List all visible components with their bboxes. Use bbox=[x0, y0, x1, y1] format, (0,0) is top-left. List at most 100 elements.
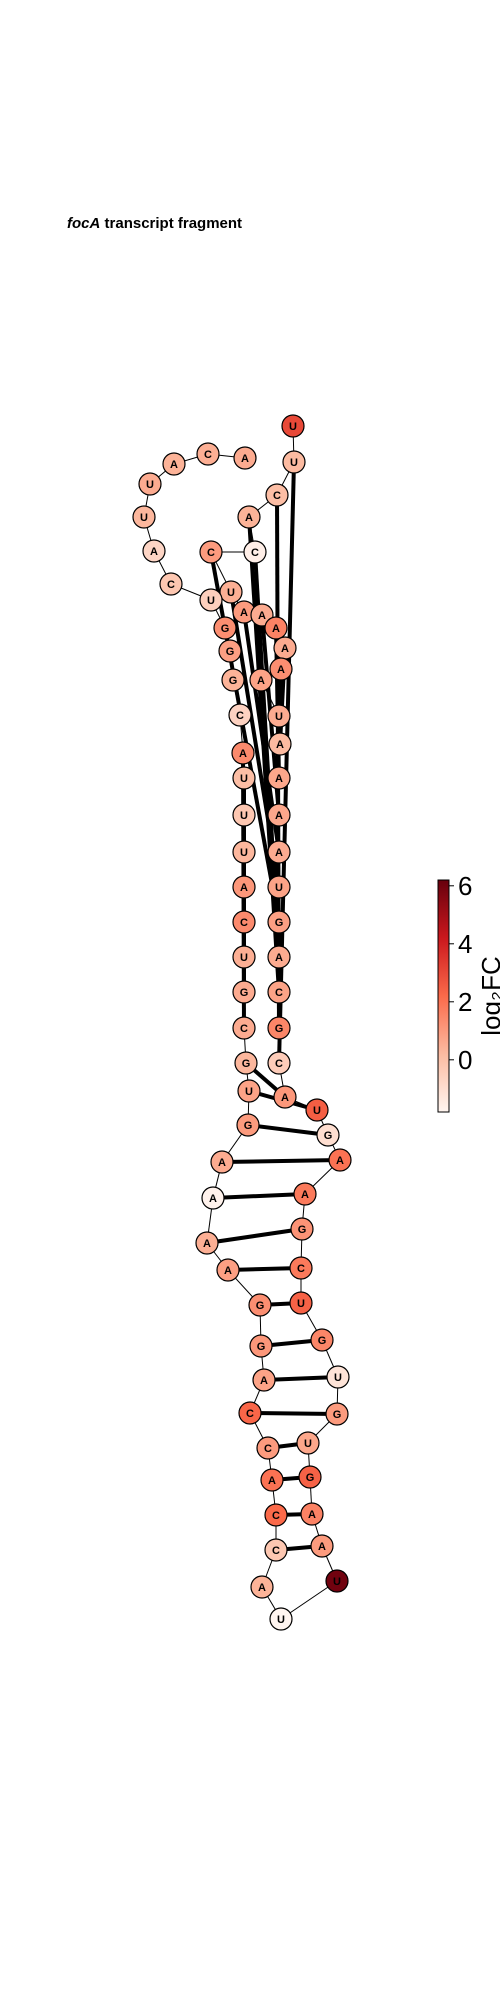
nucleotide-circle bbox=[232, 875, 256, 899]
nucleotide-letter: G bbox=[298, 1224, 307, 1236]
nucleotide-node: G bbox=[232, 980, 256, 1004]
nucleotide-circle bbox=[210, 1150, 234, 1174]
nucleotide-circle bbox=[232, 840, 256, 864]
nucleotide-circle bbox=[142, 539, 166, 563]
nucleotide-letter: C bbox=[297, 1263, 305, 1275]
nucleotide-node: A bbox=[162, 452, 186, 476]
nucleotide-circle bbox=[300, 1502, 324, 1526]
title-rest: transcript fragment bbox=[104, 215, 243, 232]
nucleotide-letter: G bbox=[333, 1409, 342, 1421]
nucleotide-letter: A bbox=[318, 1541, 326, 1553]
colorbar-tick-label: 0 bbox=[458, 1045, 472, 1075]
nucleotide-node: A bbox=[267, 945, 291, 969]
nucleotide-circle bbox=[238, 1401, 262, 1425]
nucleotide-letter: U bbox=[240, 810, 248, 822]
nucleotide-node: U bbox=[281, 414, 305, 438]
nucleotide-node: A bbox=[195, 1231, 219, 1255]
nucleotide-node: A bbox=[252, 1368, 276, 1392]
nucleotide-circle bbox=[237, 505, 261, 529]
gene-name: focA bbox=[67, 215, 101, 232]
nucleotide-circle bbox=[289, 1291, 313, 1315]
nucleotide-circle bbox=[159, 572, 183, 596]
nucleotide-letter: A bbox=[224, 1265, 232, 1277]
nucleotide-letter: C bbox=[204, 449, 212, 461]
nucleotide-circle bbox=[264, 616, 288, 640]
nucleotide-node: C bbox=[265, 483, 289, 507]
nucleotide-node: A bbox=[267, 766, 291, 790]
nucleotide-circle bbox=[234, 1051, 258, 1075]
nucleotide-node: U bbox=[232, 945, 256, 969]
base-pair-bond bbox=[247, 1123, 329, 1137]
nucleotide-letter: A bbox=[240, 607, 248, 619]
nucleotide-letter: C bbox=[246, 1408, 254, 1420]
nucleotide-circle bbox=[267, 1016, 291, 1040]
nucleotide-circle bbox=[236, 1113, 260, 1137]
nucleotide-circle bbox=[233, 446, 257, 470]
nucleotide-letter: U bbox=[240, 847, 248, 859]
nucleotide-node: A bbox=[249, 668, 273, 692]
nucleotide-node: A bbox=[300, 1502, 324, 1526]
figure-title: focA transcript fragment bbox=[67, 215, 242, 232]
nucleotide-letter: A bbox=[257, 675, 265, 687]
nucleotide-node: U bbox=[296, 1431, 320, 1455]
nucleotide-letter: U bbox=[275, 711, 283, 723]
nucleotide-circle bbox=[267, 910, 291, 934]
nucleotide-node: A bbox=[250, 1575, 274, 1599]
nucleotide-node: C bbox=[199, 540, 223, 564]
nucleotide-letter: A bbox=[275, 773, 283, 785]
nucleotide-letter: U bbox=[277, 1614, 285, 1626]
nucleotide-node: A bbox=[260, 1468, 284, 1492]
nucleotide-circle bbox=[267, 803, 291, 827]
colorbar-gradient-rect bbox=[437, 879, 450, 1113]
nucleotide-node: A bbox=[310, 1534, 334, 1558]
nucleotide-circle bbox=[232, 803, 256, 827]
nucleotide-node: U bbox=[305, 1098, 329, 1122]
nucleotide-circle bbox=[231, 741, 255, 765]
nucleotide-circle bbox=[267, 875, 291, 899]
nucleotide-node: U bbox=[325, 1569, 349, 1593]
nucleotide-letter: U bbox=[290, 457, 298, 469]
nucleotide-letter: A bbox=[209, 1193, 217, 1205]
nucleotide-letter: U bbox=[334, 1372, 342, 1384]
nucleotide-node: G bbox=[218, 639, 242, 663]
nucleotide-circle bbox=[273, 1085, 297, 1109]
nucleotide-node: G bbox=[221, 668, 245, 692]
nucleotide-letter: A bbox=[268, 1475, 276, 1487]
nucleotide-circle bbox=[195, 1231, 219, 1255]
nucleotide-letter: A bbox=[336, 1155, 344, 1167]
nucleotide-node: U bbox=[199, 588, 223, 612]
nucleotide-node: G bbox=[234, 1051, 258, 1075]
nucleotide-node: G bbox=[213, 616, 237, 640]
nucleotide-letter: A bbox=[308, 1509, 316, 1521]
nucleotide-circle bbox=[326, 1365, 350, 1389]
nucleotide-node: U bbox=[282, 450, 306, 474]
nucleotide-circle bbox=[310, 1328, 334, 1352]
base-pair-bond bbox=[209, 551, 281, 923]
nucleotide-node: C bbox=[238, 1401, 262, 1425]
nucleotide-node: C bbox=[228, 703, 252, 727]
nucleotide-letter: U bbox=[304, 1438, 312, 1450]
nucleotide-circle bbox=[249, 1334, 273, 1358]
nucleotide-node: C bbox=[267, 980, 291, 1004]
nucleotide-circle bbox=[325, 1402, 349, 1426]
nucleotide-circle bbox=[296, 1431, 320, 1455]
nucleotide-circle bbox=[269, 657, 293, 681]
nucleotide-node: A bbox=[264, 616, 288, 640]
nucleotide-letter: A bbox=[240, 882, 248, 894]
nucleotide-letter: U bbox=[227, 587, 235, 599]
nucleotide-circle bbox=[267, 945, 291, 969]
nucleotide-letter: G bbox=[221, 623, 230, 635]
nucleotide-letter: A bbox=[170, 459, 178, 471]
colorbar-tick-label: 4 bbox=[458, 929, 472, 959]
nucleotide-circle bbox=[268, 732, 292, 756]
nucleotide-node: U bbox=[232, 766, 256, 790]
nucleotide-node: A bbox=[233, 446, 257, 470]
base-pair-bond bbox=[206, 1227, 303, 1245]
nucleotide-letter: A bbox=[275, 847, 283, 859]
nucleotide-circle bbox=[219, 580, 243, 604]
nucleotide-letter: A bbox=[277, 664, 285, 676]
nucleotide-node: U bbox=[232, 840, 256, 864]
nucleotide-letter: A bbox=[245, 512, 253, 524]
nucleotide-node: C bbox=[159, 572, 183, 596]
nucleotide-letter: G bbox=[226, 646, 235, 658]
